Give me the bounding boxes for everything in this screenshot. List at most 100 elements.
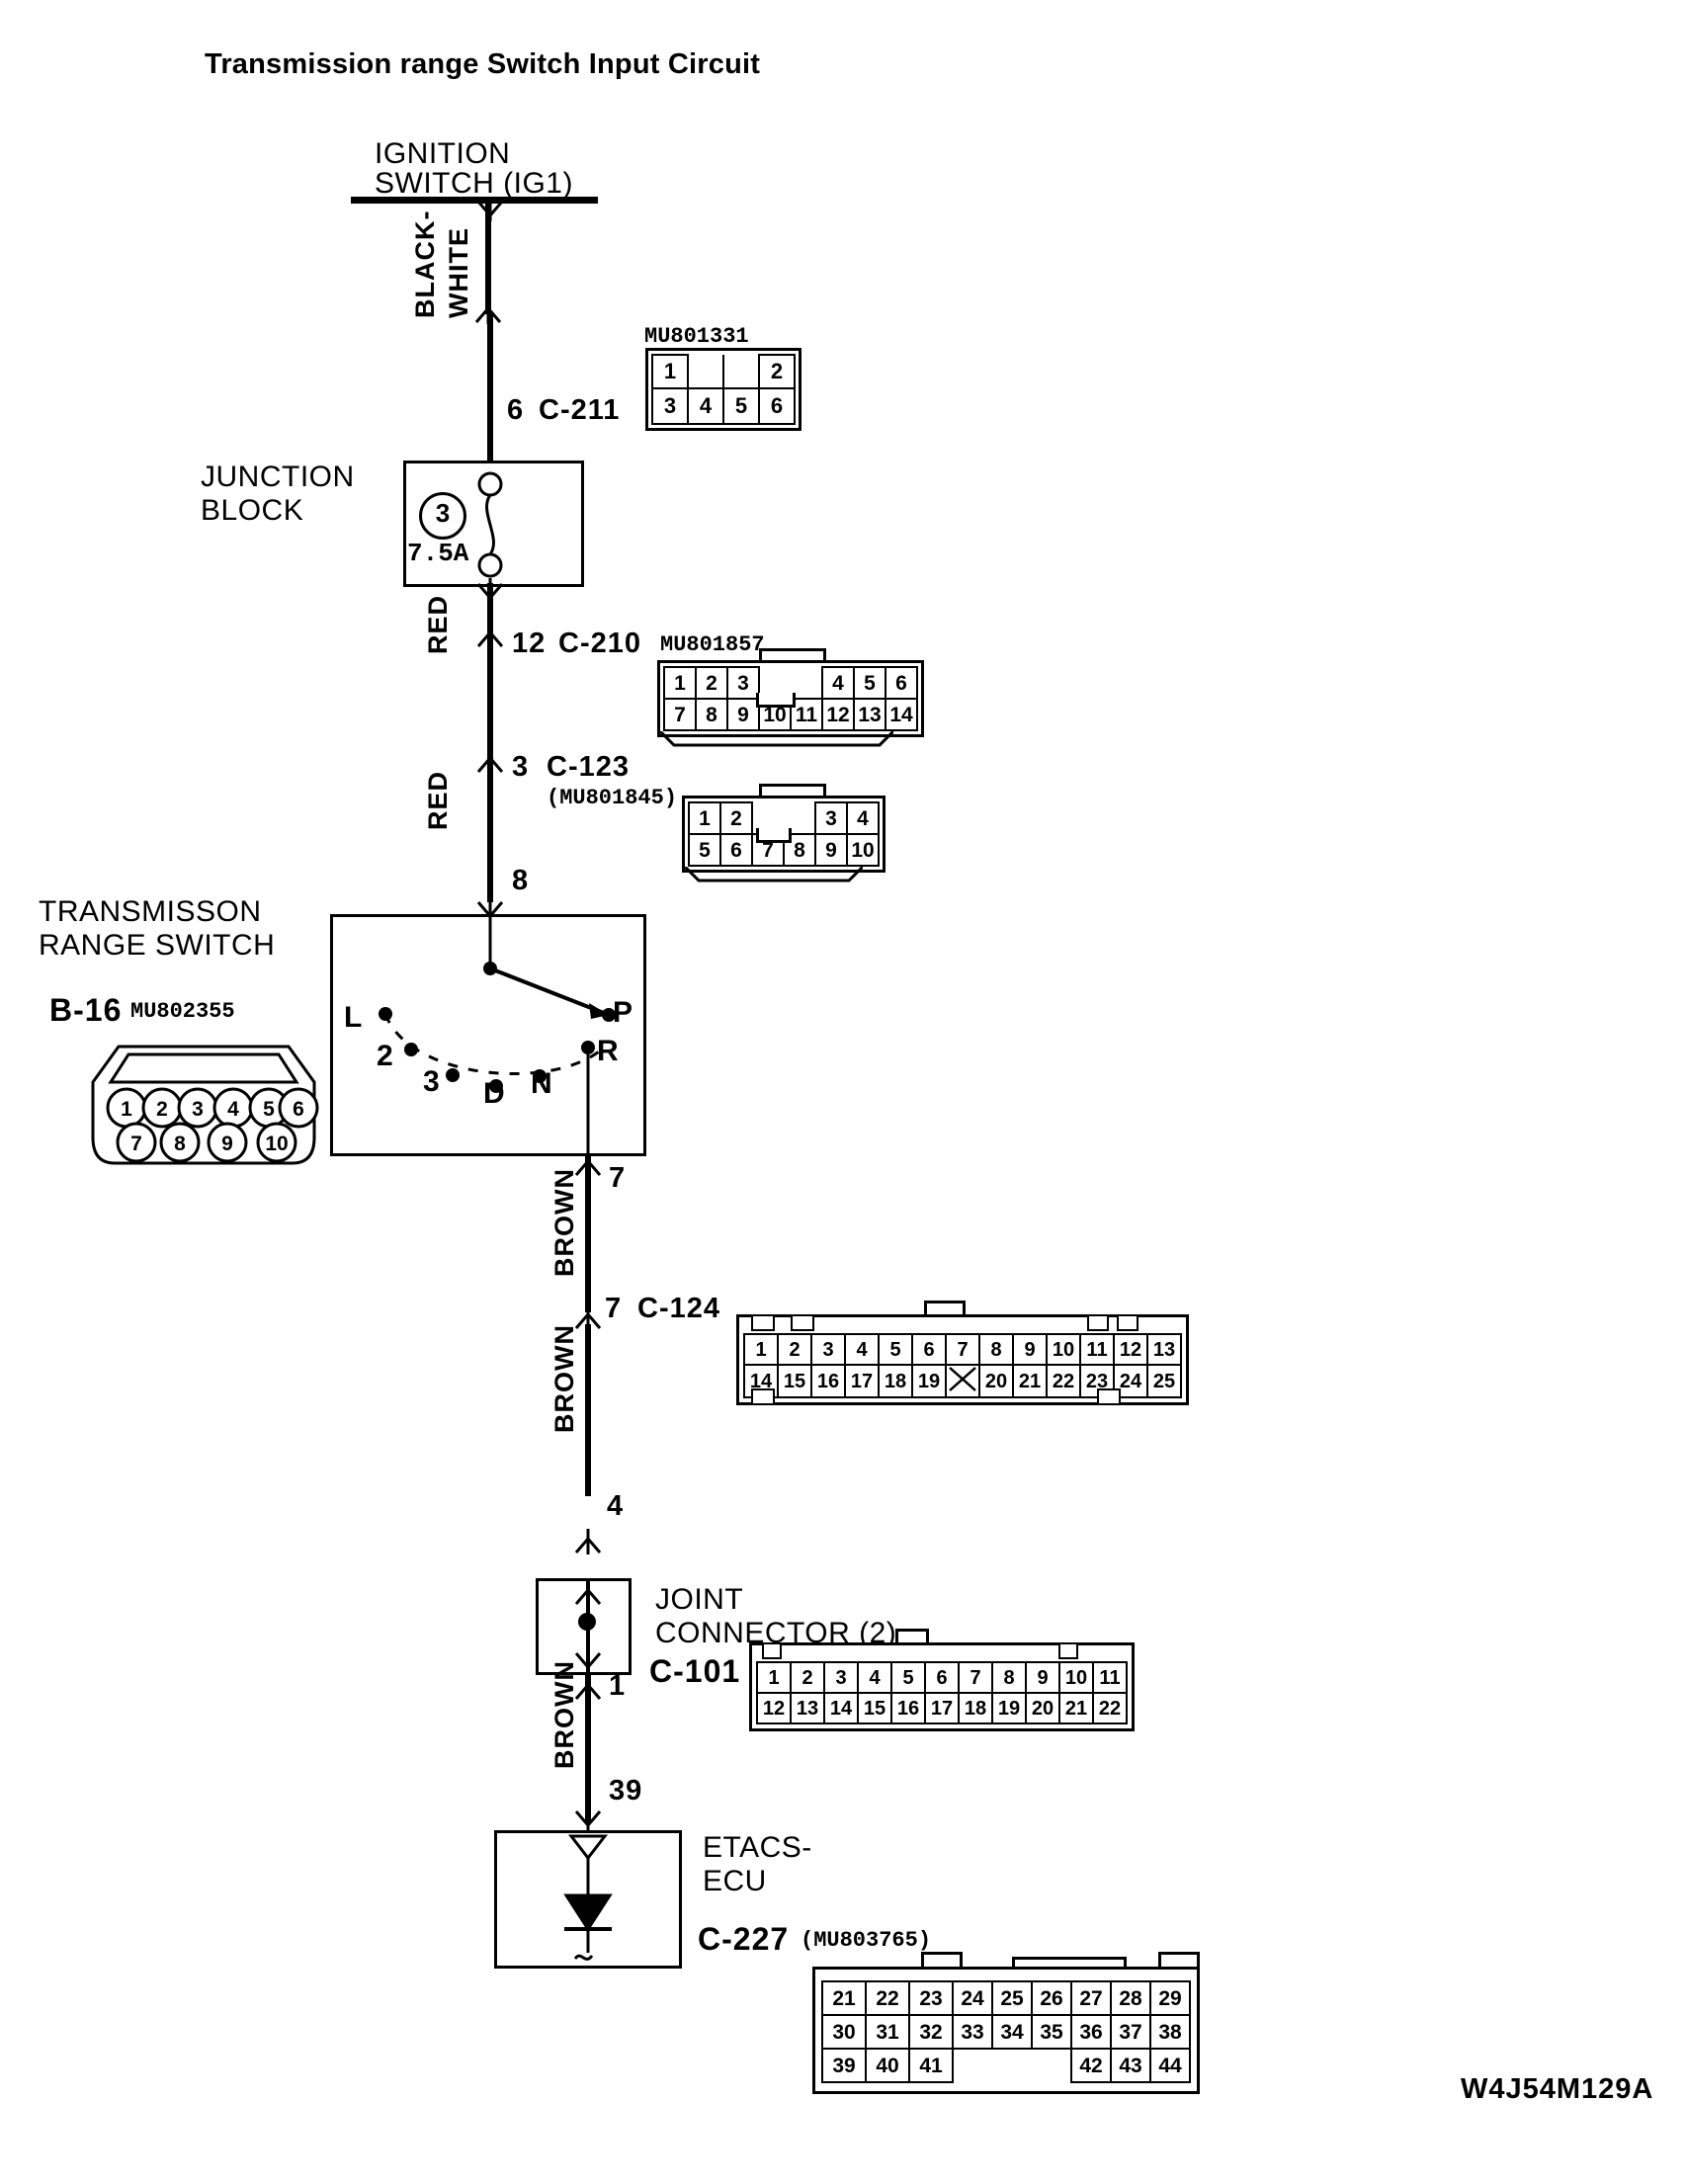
wire-label-red-2: RED [423,770,453,830]
pin-cell: 3 [814,801,848,835]
pin-cell: 25 [991,1980,1033,2016]
pin-cell: 14 [823,1692,859,1724]
pin-cell: 4 [821,666,855,700]
switch-position-D: D [483,1077,505,1110]
trans-switch-connector-id: B-16 [49,992,123,1028]
connector-row: 12 13 14 15 16 17 18 19 20 21 22 [756,1692,1128,1724]
pin-cell: 6 [293,1098,304,1121]
pin-cell: 5 [890,1661,926,1694]
connector-mu801857: 1 2 3 4 5 6 7 8 9 10 11 12 13 14 [657,648,924,747]
wire-label-brown-1: BROWN [549,1168,579,1277]
terminal-connector-c124: C-124 [637,1293,720,1324]
pin-cell: 7 [958,1661,993,1694]
switch-position-3: 3 [423,1065,440,1098]
connector-row: 5 6 7 8 9 10 [688,833,880,867]
pin-cell: 29 [1149,1980,1191,2016]
joint-connector-id: C-101 [649,1653,741,1689]
terminal-pin-switch-out: 7 [609,1162,627,1194]
connector-row: 39 40 41 42 43 44 [821,2048,1191,2083]
pin-cell: 5 [853,666,886,700]
pin-cell: 3 [192,1098,204,1121]
connector-c124-table: 1 2 3 4 5 6 7 8 9 10 11 12 13 14 15 16 1… [743,1333,1182,1398]
pin-cell: 10 [846,833,880,867]
pin-cell: 24 [1113,1364,1148,1398]
pin-cell: 10 [1058,1661,1094,1694]
switch-position-N: N [531,1067,552,1100]
pin-cell: 8 [695,698,728,731]
pin-cell: 25 [1146,1364,1182,1398]
wire-brown-2 [585,1324,591,1496]
wire-jb-in [487,314,493,462]
pin-cell: 4 [844,1333,880,1366]
pin-cell: 13 [853,698,886,731]
junction-block-label-line2: BLOCK [201,494,304,527]
pin-cell: 28 [1110,1980,1151,2016]
pin-cell: 4 [687,387,724,425]
terminal-pin-c210: 12 [512,628,547,659]
pin-cell: 13 [790,1692,825,1724]
pin-cell: 12 [1113,1333,1148,1366]
connector-mu801331-table: 1 2 3 4 5 6 [651,354,796,425]
pin-cell: 2 [695,666,728,700]
terminal-pin-joint-out: 1 [609,1670,627,1702]
pin-cell: 6 [911,1333,947,1366]
ignition-bus-bar [351,197,598,204]
pin-cell-crossed [945,1364,980,1398]
connector-c101: 1 2 3 4 5 6 7 8 9 10 11 12 13 14 15 16 1… [749,1629,1135,1736]
wire-red-1 [487,632,493,761]
cross-icon [949,1367,976,1391]
connector-c101-table: 1 2 3 4 5 6 7 8 9 10 11 12 13 14 15 16 1… [756,1661,1128,1724]
pin-cell: 2 [790,1661,825,1694]
pin-cell: 15 [777,1364,812,1398]
wire-brown-3 [585,1675,591,1823]
connector-row: 1 2 3 4 5 6 [663,666,918,700]
wire-label-black-white-line1: BLACK- [410,210,440,318]
connector-row: 1 2 [651,354,796,389]
connector-row: 3 4 5 6 [651,387,796,425]
pin-cell: 16 [810,1364,846,1398]
pin-cell: 31 [865,2014,910,2050]
wire-label-brown-2: BROWN [549,1324,579,1433]
pin-cell: 1 [651,354,689,389]
trans-switch-box [330,914,646,1156]
pin-cell: 35 [1031,2014,1072,2050]
pin-cell: 3 [823,1661,859,1694]
connector-row: 14 15 16 17 18 19 20 21 22 23 24 25 [743,1364,1182,1398]
terminal-pin-switch-in: 8 [512,865,530,896]
terminal-arrow-ecu-in [574,1806,602,1831]
pin-cell: 18 [878,1364,913,1398]
pin-cell: 8 [174,1133,186,1155]
pin-cell: 9 [221,1133,233,1155]
pin-cell: 22 [865,1980,910,2016]
pin-cell: 8 [978,1333,1014,1366]
junction-block-label-line1: JUNCTION [201,461,355,493]
page-title: Transmission range Switch Input Circuit [205,48,761,80]
fuse-rating-label: 7.5A [407,539,469,568]
pin-cell: 7 [130,1133,142,1155]
connector-partno-mu801845: (MU801845) [547,786,678,810]
connector-c227-table: 21 22 23 24 25 26 27 28 29 30 31 32 33 3… [821,1980,1191,2083]
connector-partno-mu801857: MU801857 [660,632,765,657]
switch-position-L: L [344,1001,363,1034]
pin-cell: 43 [1110,2048,1151,2083]
pin-cell: 5 [722,387,760,425]
connector-mu801331: 1 2 3 4 5 6 [645,348,801,436]
pin-cell-blank [688,355,723,388]
pin-cell: 21 [821,1980,867,2016]
pin-cell: 2 [719,801,753,835]
connector-mu801845: 1 2 3 4 5 6 7 8 9 10 [682,784,886,882]
pin-cell: 20 [1025,1692,1060,1724]
pin-cell: 1 [688,801,721,835]
pin-cell: 32 [908,2014,954,2050]
wire-label-brown-3: BROWN [549,1660,579,1769]
pin-cell: 30 [821,2014,867,2050]
pin-cell: 5 [688,833,721,867]
connector-partno-mu801331: MU801331 [644,324,749,349]
connector-mu801857-table: 1 2 3 4 5 6 7 8 9 10 11 12 13 14 [663,666,918,731]
pin-cell: 41 [908,2048,954,2083]
pin-cell: 23 [908,1980,954,2016]
pin-cell: 5 [878,1333,913,1366]
wire-red-2 [487,759,493,902]
trans-switch-label-line1: TRANSMISSON [39,895,262,928]
